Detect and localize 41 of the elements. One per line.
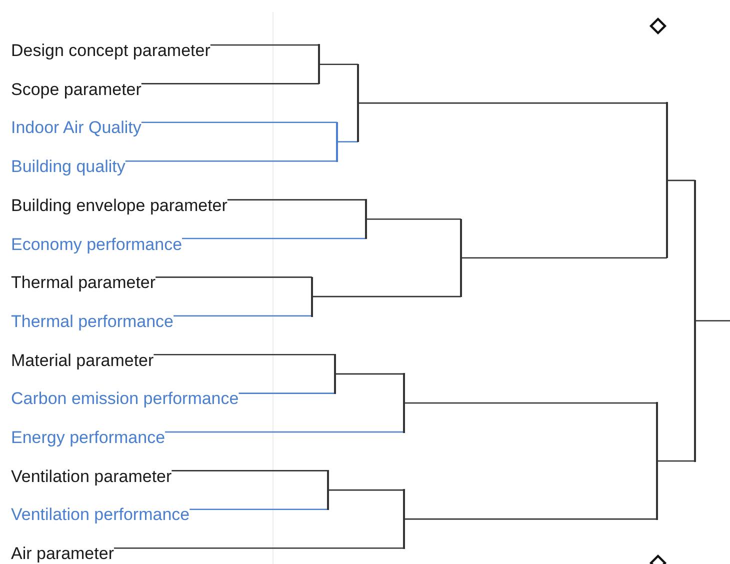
branch-line [125,160,337,162]
leaf-label: Ventilation parameter [11,466,172,487]
branch-line [337,141,358,142]
branch-line [141,83,319,84]
leaf-label: Material parameter [11,350,154,371]
branch-line [461,257,667,258]
branch-line [328,489,404,491]
branch-line [114,547,404,549]
branch-line [657,460,695,462]
leaf-label: Economy performance [11,234,182,254]
branch-line [667,180,695,182]
branch-line [190,508,328,510]
leaf-label: Ventilation performance [11,505,190,526]
leaf-label: Indoor Air Quality [11,118,142,138]
branch-line [182,238,366,240]
branch-line [174,315,312,317]
leaf-label: Air parameter [11,544,114,564]
leaf-label: Scope parameter [11,80,142,100]
branch-line [238,392,335,394]
branch-line [165,431,404,433]
leaf-label: Building quality [11,157,126,178]
branch-line [154,354,335,356]
leaf-label: Energy performance [11,428,166,448]
leaf-label: Carbon emission performance [11,389,239,410]
leaf-label: Design concept parameter [11,41,210,61]
branch-line [404,518,657,520]
branch-line [227,199,366,200]
branch-line [172,470,328,472]
branch-line [335,373,404,375]
branch-line [404,402,657,404]
branch-line [358,102,667,104]
branch-line [366,218,461,220]
leaf-label: Thermal parameter [11,273,156,294]
branch-line [156,276,312,278]
branch-line [141,122,337,124]
leaf-label: Building envelope parameter [11,196,228,216]
branch-line [319,64,358,65]
leaf-label: Thermal performance [11,312,174,332]
branch-line [312,296,461,298]
branch-line [210,44,319,46]
branch-line [695,320,730,322]
